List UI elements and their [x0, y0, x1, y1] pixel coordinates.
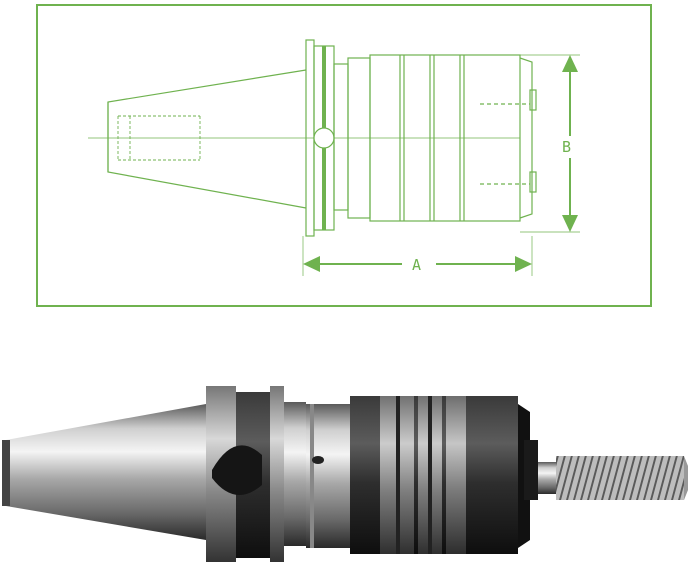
internal-bore: [117, 115, 201, 161]
tool-holder-photo: [2, 386, 688, 562]
dimension-a: [302, 236, 533, 276]
dimension-b: [520, 54, 580, 233]
dimension-b-label: B: [562, 138, 571, 156]
dimension-a-label: A: [412, 256, 421, 274]
flange: [206, 386, 306, 562]
tap-thread: [556, 456, 684, 500]
drawing-frame: [36, 4, 652, 307]
taper-cone: [6, 404, 206, 540]
tap-shank: [538, 462, 558, 494]
technical-drawing: [36, 4, 652, 307]
chuck-body-outline: [347, 54, 537, 222]
drive-key-circle: [313, 127, 335, 149]
taper-outline: [107, 69, 307, 209]
